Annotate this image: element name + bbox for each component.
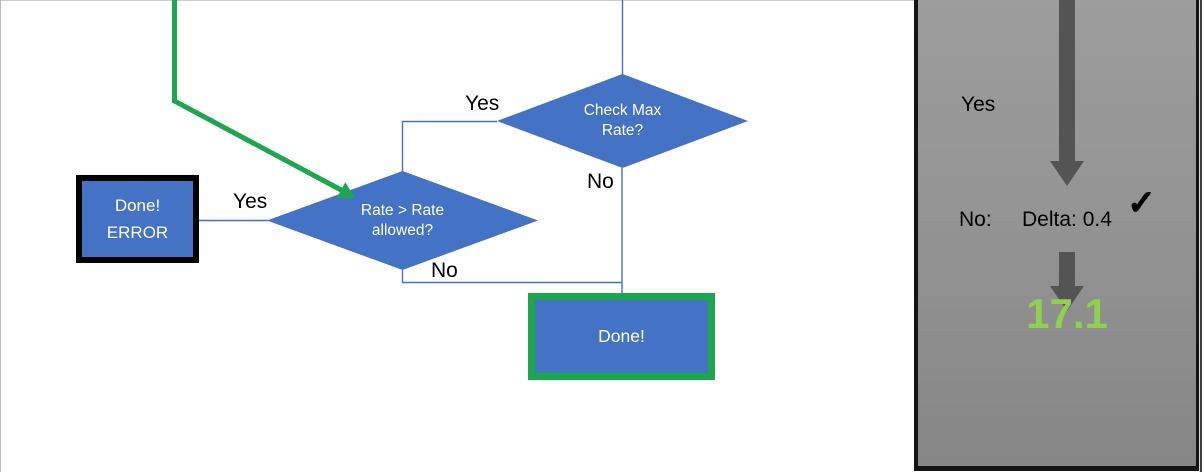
terminal-label-line2: ERROR: [106, 223, 169, 242]
green-flow-path: [172, 0, 345, 194]
screen-right-edge: [1200, 0, 1202, 472]
terminal-label-line1: Done!: [114, 196, 161, 215]
side-panel: Yes No: Delta: 0.4 ✓ 17.1: [914, 0, 1199, 471]
panel-label-yes: Yes: [961, 93, 996, 116]
canvas-top-edge: [0, 0, 1202, 1]
panel-label-no: No:: [959, 208, 992, 231]
connector-check-max-yes: [401, 120, 497, 172]
terminal-done-error: Done! ERROR: [76, 175, 199, 263]
branch-label-yes-check-max: Yes: [465, 92, 500, 115]
decision-label-line2: allowed?: [371, 221, 434, 239]
panel-result-value: 17.1: [1026, 290, 1108, 337]
panel-label-delta: Delta: 0.4: [1022, 208, 1112, 231]
decision-rate-allowed: Rate > Rate allowed?: [267, 171, 538, 270]
terminal-label: Done!: [598, 326, 645, 346]
checkmark-icon: ✓: [1127, 184, 1156, 222]
decision-label-line1: Check Max: [583, 102, 662, 119]
branch-label-no-rate-allowed: No: [431, 259, 458, 282]
panel-right-gap: [1199, 0, 1200, 472]
down-arrow-icon: [1059, 252, 1075, 286]
down-arrow-head-icon: [1050, 161, 1084, 186]
decision-label-line1: Rate > Rate: [360, 201, 445, 219]
decision-label-line2: Rate?: [601, 122, 644, 139]
canvas-left-edge: [0, 0, 1, 472]
branch-label-no-check-max: No: [587, 170, 614, 193]
decision-check-max-rate: Check Max Rate?: [497, 74, 748, 168]
branch-label-yes-rate-allowed: Yes: [233, 190, 268, 213]
terminal-done: Done!: [528, 293, 715, 380]
down-arrow-icon: [1059, 0, 1075, 161]
down-arrow-head-icon: [1050, 286, 1084, 311]
